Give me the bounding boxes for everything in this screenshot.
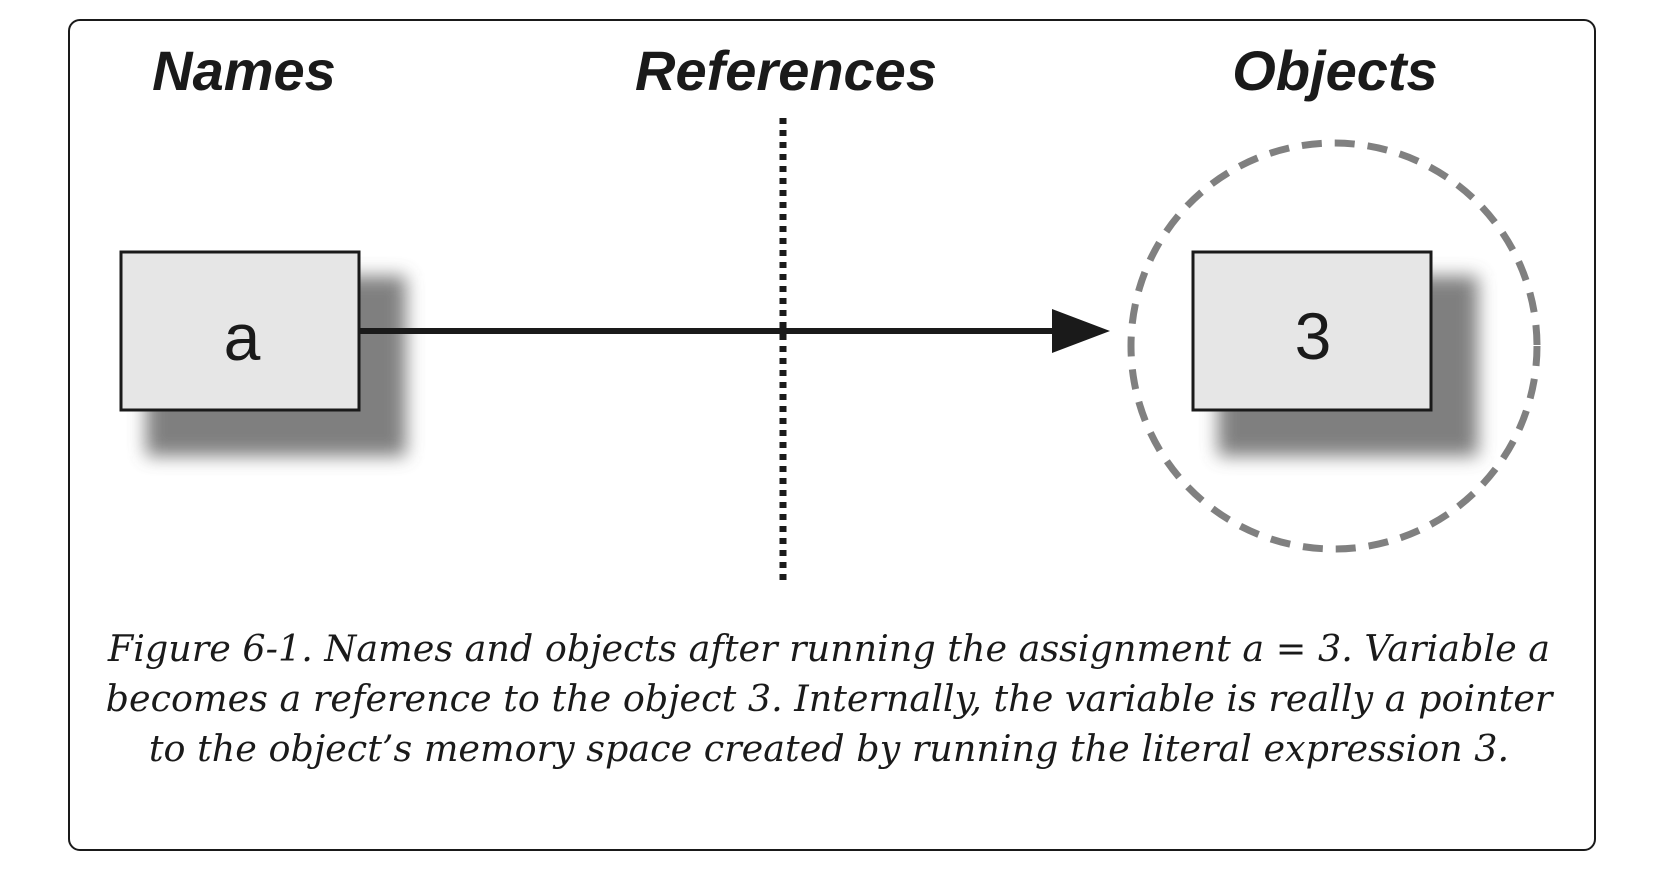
names-heading: Names [152, 39, 336, 102]
name-box-label: a [224, 300, 261, 374]
reference-arrowhead [1052, 309, 1110, 353]
object-dashed-circle [1127, 139, 1541, 553]
object-box-label: 3 [1295, 299, 1332, 373]
object-box [1191, 250, 1433, 412]
figure-caption: Figure 6-1. Names and objects after runn… [105, 627, 1553, 770]
name-box [119, 250, 361, 412]
objects-heading: Objects [1232, 39, 1437, 102]
references-diagram: Names References Objects a 3 [119, 39, 1541, 580]
references-heading: References [635, 39, 937, 102]
